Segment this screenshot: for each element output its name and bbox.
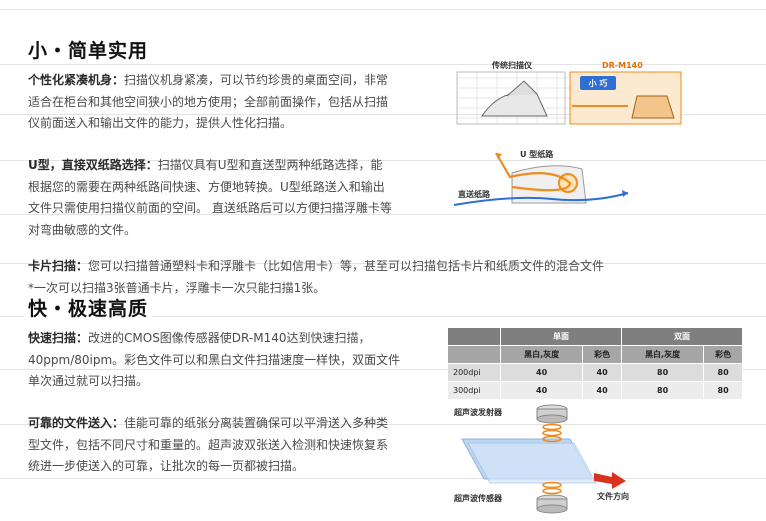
table-row-dpi: 200dpi (447, 363, 501, 382)
figure-label-traditional: 传统扫描仪 (491, 60, 533, 70)
straight-path-label: 直送纸路 (458, 189, 491, 199)
table-cell: 40 (499, 363, 584, 382)
compact-badge-label: 小 巧 (588, 78, 608, 88)
speed-spec-table: 单面 双面 黑白,灰度 彩色 黑白,灰度 彩色 200dpi 40 40 80 … (447, 327, 744, 400)
table-header-cell (447, 345, 501, 364)
direction-arrow-icon (594, 472, 626, 489)
paragraph-text: 佳能可靠的纸张分离装置确保可以平滑送入多种类 (124, 416, 389, 430)
straight-path-arrow-icon (453, 192, 629, 206)
paragraph-text: 对弯曲敏感的文件。 (28, 222, 137, 237)
emitter-label: 超声波发射器 (453, 407, 503, 417)
paragraph-heading: 个性化紧凑机身： (28, 73, 125, 87)
model-scanner-icon (631, 95, 675, 119)
paragraph-heading: 快速扫描： (28, 331, 89, 345)
paragraph-text: 您可以扫描普通塑料卡和浮雕卡（比如信用卡）等，甚至可以扫描包括卡片和纸质文件的混… (88, 259, 605, 273)
traditional-scanner-icon (481, 91, 548, 117)
emitter-icon (536, 414, 568, 424)
paragraph-text: 扫描仪机身紧凑，可以节约珍贵的桌面空间，非常 (124, 73, 389, 87)
paragraph-fast-scan: 快速扫描：改进的CMOS图像传感器使DR-M140达到快速扫描， 40ppm/8… (28, 328, 400, 393)
rule-line (0, 114, 766, 115)
rule-line (0, 316, 766, 317)
u-path-label: U 型纸路 (520, 149, 554, 159)
direction-label: 文件方向 (597, 491, 629, 501)
rule-line (0, 263, 766, 264)
table-sub-header-row: 黑白,灰度 彩色 黑白,灰度 彩色 (447, 345, 743, 364)
paragraph-card-scan: 卡片扫描：您可以扫描普通塑料卡和浮雕卡（比如信用卡）等，甚至可以扫描包括卡片和纸… (28, 256, 604, 299)
table-header-bw: 黑白,灰度 (499, 345, 584, 364)
paragraph-heading: 卡片扫描： (28, 259, 89, 273)
paragraph-reliable-feed: 可靠的文件送入：佳能可靠的纸张分离装置确保可以平滑送入多种类 型文件，包括不同尺… (28, 413, 388, 478)
table-row: 300dpi 40 40 80 80 (447, 381, 743, 400)
u-path-arrow-icon (495, 152, 572, 192)
paragraph-text: 文件只需使用扫描仪前面的空间。 直送纸路后可以方便扫描浮雕卡等 (28, 201, 392, 215)
rule-line (0, 478, 766, 479)
figure-label-model: DR-M140 (602, 61, 643, 70)
table-header-bw: 黑白,灰度 (620, 345, 705, 364)
paper-sheet-icon (467, 442, 597, 484)
paper-path-figure: U 型纸路 直送纸路 (453, 149, 629, 206)
table-cell: 40 (582, 381, 622, 400)
paragraph-text: 型文件，包括不同尺寸和重量的。超声波双张送入检测和快速恢复系 (28, 437, 389, 452)
table-group-header-row: 单面 双面 (447, 327, 744, 346)
arrow-head-icon (496, 153, 502, 159)
table-row-dpi: 300dpi (447, 381, 501, 400)
table-header-duplex: 双面 (620, 327, 744, 346)
paragraph-text: 扫描仪具有U型和直送型两种纸路选择，能 (157, 158, 383, 172)
paragraph-heading: U型，直接双纸路选择： (28, 158, 158, 172)
table-header-simplex: 单面 (500, 327, 622, 346)
traditional-box (456, 71, 566, 125)
ultrasonic-figure: 超声波发射器 超声波传感器 文件方向 (453, 404, 629, 514)
rule-line (0, 9, 766, 10)
paragraph-heading: 可靠的文件送入： (28, 416, 125, 430)
paragraph-paper-path: U型，直接双纸路选择：扫描仪具有U型和直送型两种纸路选择，能 根据您的需要在两种… (28, 155, 392, 241)
table-cell: 40 (499, 381, 584, 400)
rule-line (0, 64, 766, 65)
section-title-fast: 快・极速高质 (24, 294, 153, 321)
arrow-head-icon (622, 190, 628, 197)
paragraph-text: 统进一步使送入的可靠，让批次的每一页都被扫描。 (28, 459, 305, 473)
table-cell: 40 (582, 363, 622, 382)
sensor-icon (536, 504, 568, 514)
paragraph-text: 根据您的需要在两种纸路间快速、方便地转换。U型纸路送入和输出 (28, 179, 385, 194)
table-cell: 80 (620, 381, 705, 400)
paragraph-text: *一次可以扫描3张普通卡片，浮雕卡一次只能扫描1张。 (28, 280, 326, 295)
compact-badge (580, 76, 616, 90)
paragraph-text: 适合在柜台和其他空间狭小的地方使用；全部前面操作，包括从扫描 (28, 94, 389, 109)
paragraph-text: 40ppm/80ipm。彩色文件可以和黑白文件扫描速度一样快，双面文件 (28, 352, 401, 367)
table-cell: 80 (703, 381, 743, 400)
sensor-label: 超声波传感器 (453, 493, 503, 503)
table-cell: 80 (703, 363, 743, 382)
compact-comparison-figure: 传统扫描仪 DR-M140 小 巧 (456, 60, 682, 125)
table-header-color: 彩色 (582, 345, 622, 364)
rule-line (0, 424, 766, 425)
table-row: 200dpi 40 40 80 80 (447, 363, 743, 382)
paragraph-text: 改进的CMOS图像传感器使DR-M140达到快速扫描， (88, 331, 371, 345)
paragraph-compact-body: 个性化紧凑机身：扫描仪机身紧凑，可以节约珍贵的桌面空间，非常 适合在柜台和其他空… (28, 70, 388, 135)
ultrasonic-wave-icon (542, 423, 562, 495)
section-title-compact: 小・简单实用 (24, 36, 153, 63)
traditional-scanner-tray-icon (506, 80, 538, 97)
table-header-cell (447, 327, 501, 346)
table-cell: 80 (620, 363, 705, 382)
table-header-color: 彩色 (703, 345, 743, 364)
rule-line (0, 369, 766, 370)
paragraph-text: 仪前面送入和输出文件的能力，提供人性化扫描。 (28, 116, 293, 130)
rule-line (0, 214, 766, 215)
paragraph-text: 单次通过就可以扫描。 (28, 374, 149, 388)
rule-line (0, 160, 766, 161)
